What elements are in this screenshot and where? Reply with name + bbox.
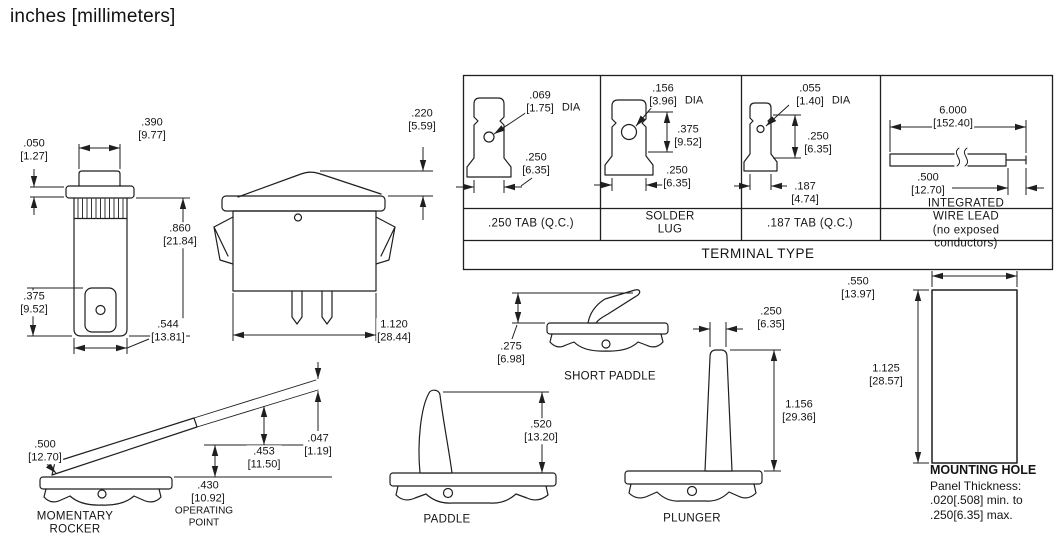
dim-front-bezel-thickness: .050 [1.27] [19,137,49,163]
terminal-label-tab187: .187 TAB (Q.C.) [767,217,853,230]
plunger-label: PLUNGER [663,512,721,525]
terminal-label-wirelead: INTEGRATED WIRE LEAD (no exposed conduct… [927,197,1005,250]
dim-wirelead-length: 6.000 [152.40] [932,104,974,130]
short-paddle-drawing [546,289,669,352]
dim-tab250-width: .250 [6.35] [521,151,551,177]
dim-side-rocker-height: .220 [5.59] [407,107,437,133]
dim-front-lower-height: .375 [9.52] [19,290,49,316]
dim-momentary-height: .500 [12.70] [27,438,63,464]
dim-front-body-width: .544 [13.81] [150,318,186,344]
dim-tab187-length: .250 [6.35] [803,130,833,156]
side-view-drawing [213,171,396,325]
dim-momentary-operating: .430 [10.92] [190,479,226,505]
dim-tab187-width: .187 [4.74] [790,180,820,206]
terminal-label-solderlug: SOLDER LUG [645,210,695,236]
dia-suffix-tab187: DIA [830,94,852,108]
dim-solderlug-width: .250 [6.35] [662,164,692,190]
mounting-hole-notes: MOUNTING HOLE Panel Thickness: .020[.508… [930,463,1057,522]
dim-plunger-width: .250 [6.35] [756,305,786,331]
units-label: inches [millimeters] [10,6,176,27]
terminal-table-grid [462,74,1054,271]
dim-mounting-height: 1.125 [28.57] [868,362,904,388]
terminal-type-title: TERMINAL TYPE [701,246,815,262]
dim-front-button-width: .390 [9.77] [137,116,167,142]
dia-suffix-solderlug: DIA [683,94,705,108]
dim-momentary-travel: .453 [11.50] [246,445,282,471]
dim-tab250-hole: .069 [1.75] [525,89,555,115]
terminal-250-tab-drawing [466,97,512,178]
terminal-label-tab250: .250 TAB (Q.C.) [488,217,574,230]
paddle-label: PADDLE [423,513,471,526]
mounting-hole-drawing [931,289,1018,464]
dim-solderlug-length: .375 [9.52] [673,123,703,149]
short-paddle-label: SHORT PADDLE [564,370,656,383]
momentary-rocker-drawing [39,379,319,506]
terminal-wire-lead-drawing [889,147,1027,167]
dim-short-paddle-height: .275 [6.98] [496,340,526,366]
dim-mounting-width: .550 [13.97] [840,275,876,301]
front-view-drawing [65,170,135,337]
mounting-hole-note-3: .250[6.35] max. [930,507,1013,522]
dim-wirelead-tip: .500 [12.70] [910,171,946,197]
mounting-hole-note-2: .020[.508] min. to [930,493,1023,508]
dim-front-body-height: .860 [21.84] [162,222,198,248]
terminal-187-tab-drawing [743,102,778,172]
dim-paddle-height: .520 [13.20] [523,418,559,444]
terminal-solder-lug-drawing [604,99,654,176]
dim-tab187-hole: .055 [1.40] [795,82,825,108]
paddle-drawing [389,389,557,504]
dim-plunger-height: 1.156 [29.36] [781,398,817,424]
plunger-drawing [624,349,763,502]
mounting-hole-label: MOUNTING HOLE [930,463,1037,477]
dia-suffix-tab250: DIA [560,101,582,115]
dim-momentary-thickness: .047 [1.19] [303,432,333,458]
operating-point-label: OPERATING POINT [174,505,234,528]
dim-solderlug-hole: .156 [3.96] [648,82,678,108]
dim-side-body-width: 1.120 [28.44] [376,318,412,344]
mounting-hole-note-1: Panel Thickness: [930,479,1022,493]
momentary-rocker-label: MOMENTARY ROCKER [36,510,114,536]
